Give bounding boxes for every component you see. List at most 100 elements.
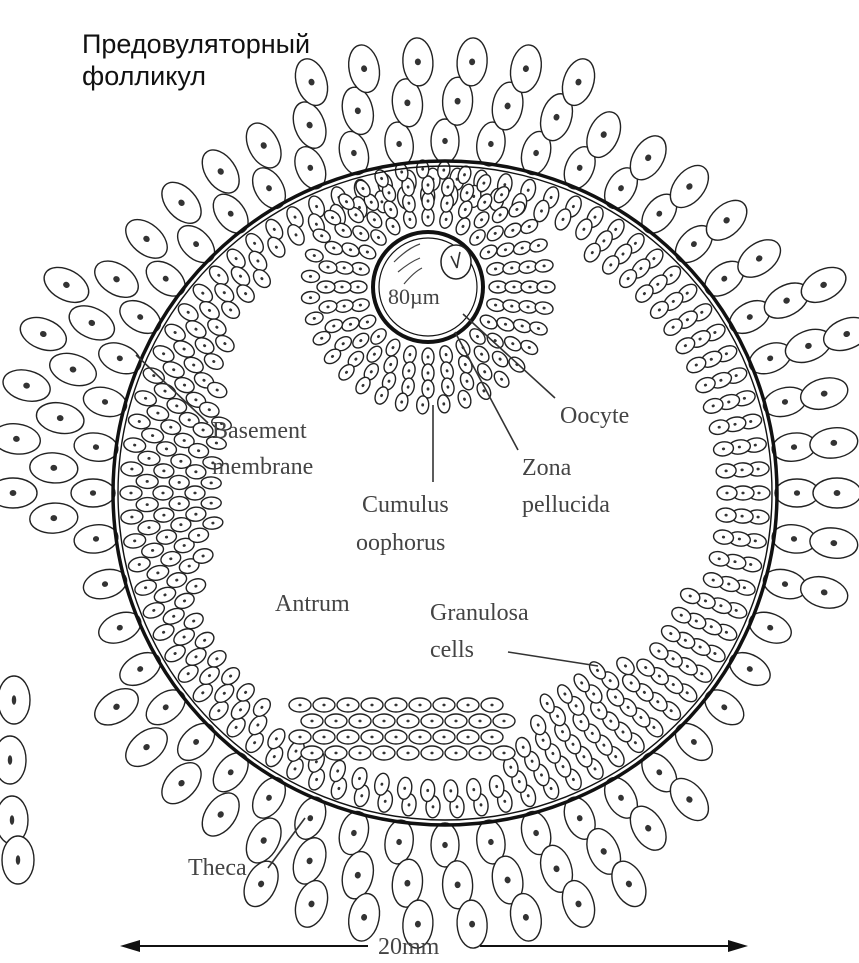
granulosa-cell bbox=[373, 714, 395, 728]
granulosa-cell bbox=[197, 298, 223, 323]
granulosa-cell bbox=[481, 698, 503, 712]
cumulus-cell bbox=[318, 259, 338, 274]
granulosa-cell bbox=[156, 529, 178, 546]
granulosa-cell bbox=[385, 730, 407, 744]
granulosa-cell bbox=[289, 698, 311, 712]
granulosa-cell bbox=[264, 726, 288, 752]
theca-cell bbox=[64, 299, 120, 347]
granulosa-cell bbox=[234, 680, 258, 704]
theca-cell bbox=[154, 755, 208, 811]
granulosa-cell bbox=[313, 730, 335, 744]
granulosa-cell bbox=[136, 474, 159, 489]
scale-bar: 20mm bbox=[120, 934, 748, 960]
theca-cell bbox=[0, 736, 26, 784]
theca-cell bbox=[0, 421, 42, 457]
theca-cell bbox=[2, 836, 34, 884]
granulosa-cell bbox=[162, 321, 188, 344]
theca-cell bbox=[338, 848, 378, 901]
zona-label-line-1: Zona bbox=[522, 455, 572, 481]
oocyte: 80µm bbox=[373, 232, 483, 342]
theca-cell bbox=[797, 572, 851, 613]
cumulus-cell bbox=[505, 281, 523, 293]
granulosa-cell bbox=[201, 497, 222, 510]
granulosa-cell bbox=[264, 234, 288, 260]
granulosa-cell bbox=[713, 440, 735, 457]
granulosa-cell bbox=[153, 486, 173, 500]
oocyte-size-label: 80µm bbox=[388, 284, 440, 309]
cumulus-cell bbox=[364, 343, 385, 365]
theca-cell bbox=[797, 373, 851, 414]
theca-cell bbox=[808, 425, 859, 461]
granulosa-cell bbox=[183, 317, 209, 341]
granulosa-cell bbox=[349, 714, 371, 728]
granulosa-cell bbox=[137, 519, 160, 535]
granulosa-cell bbox=[325, 746, 347, 760]
granulosa-cell bbox=[493, 746, 515, 760]
cumulus-cell bbox=[422, 364, 434, 382]
granulosa-cell bbox=[153, 463, 174, 479]
granulosa-cell bbox=[185, 486, 205, 500]
granulosa-cell bbox=[433, 730, 455, 744]
theca-cell bbox=[38, 260, 95, 309]
granulosa-cell bbox=[192, 629, 216, 651]
cumulus-cell bbox=[333, 281, 351, 293]
cumulus-cell bbox=[416, 396, 429, 415]
cumulus-cell bbox=[528, 237, 549, 255]
granulosa-cell bbox=[716, 507, 737, 523]
granulosa-cell bbox=[444, 780, 458, 802]
theca-cell bbox=[808, 525, 859, 561]
granulosa-cell bbox=[218, 664, 242, 688]
theca-cell bbox=[456, 899, 489, 949]
granulosa-cell bbox=[169, 475, 190, 490]
granulosa-cell bbox=[361, 698, 383, 712]
theca-cell bbox=[239, 117, 288, 173]
granulosa-cell bbox=[120, 461, 143, 477]
theca-cell bbox=[114, 646, 166, 692]
cumulus-cell bbox=[502, 220, 524, 240]
theca-cell bbox=[287, 97, 332, 152]
cumulus-cell bbox=[317, 281, 335, 293]
granulosa-cell bbox=[409, 698, 431, 712]
cumulus-cell bbox=[484, 223, 506, 244]
granulosa-cell bbox=[137, 450, 160, 466]
theca-cell bbox=[382, 818, 416, 865]
theca-cell bbox=[195, 143, 247, 200]
granulosa-cell bbox=[325, 714, 347, 728]
granulosa-cell bbox=[466, 778, 482, 801]
granulosa-cell bbox=[183, 645, 209, 669]
antrum-label: Antrum bbox=[275, 591, 350, 617]
cumulus-cell bbox=[383, 337, 402, 359]
basement-label-line-2: membrane bbox=[212, 454, 313, 480]
granulosa-cell bbox=[445, 714, 467, 728]
granulosa-cell bbox=[717, 486, 737, 500]
granulosa-cell bbox=[156, 440, 178, 457]
theca-cell bbox=[119, 720, 175, 774]
granulosa-cell bbox=[420, 779, 435, 802]
granulosa-cell bbox=[716, 463, 737, 479]
cumulus-cell bbox=[368, 227, 389, 248]
granulosa-label-line-1: Granulosa bbox=[430, 600, 529, 626]
theca-cell bbox=[0, 478, 37, 508]
theca-cell bbox=[345, 42, 383, 95]
cumulus-cell bbox=[467, 326, 488, 347]
granulosa-cell bbox=[469, 746, 491, 760]
cumulus-cell bbox=[350, 223, 372, 244]
cumulus-cell bbox=[528, 320, 549, 338]
cumulus-cell bbox=[458, 371, 476, 392]
granulosa-cell bbox=[120, 509, 143, 525]
theca-cell bbox=[813, 478, 859, 508]
cumulus-cell bbox=[537, 281, 555, 293]
granulosa-cell bbox=[218, 298, 242, 322]
theca-cell bbox=[289, 793, 332, 844]
theca-cell bbox=[290, 55, 333, 110]
theca-cell bbox=[88, 254, 145, 305]
cumulus-cell bbox=[456, 389, 473, 410]
theca-cell bbox=[0, 365, 54, 406]
basement-label-line-1: Basement bbox=[212, 418, 307, 444]
theca-cell bbox=[724, 646, 776, 692]
scale-label: 20mm bbox=[378, 934, 440, 960]
cumulus-cell bbox=[471, 343, 492, 365]
cumulus-cell bbox=[484, 330, 506, 351]
cumulus-cell bbox=[440, 377, 455, 397]
